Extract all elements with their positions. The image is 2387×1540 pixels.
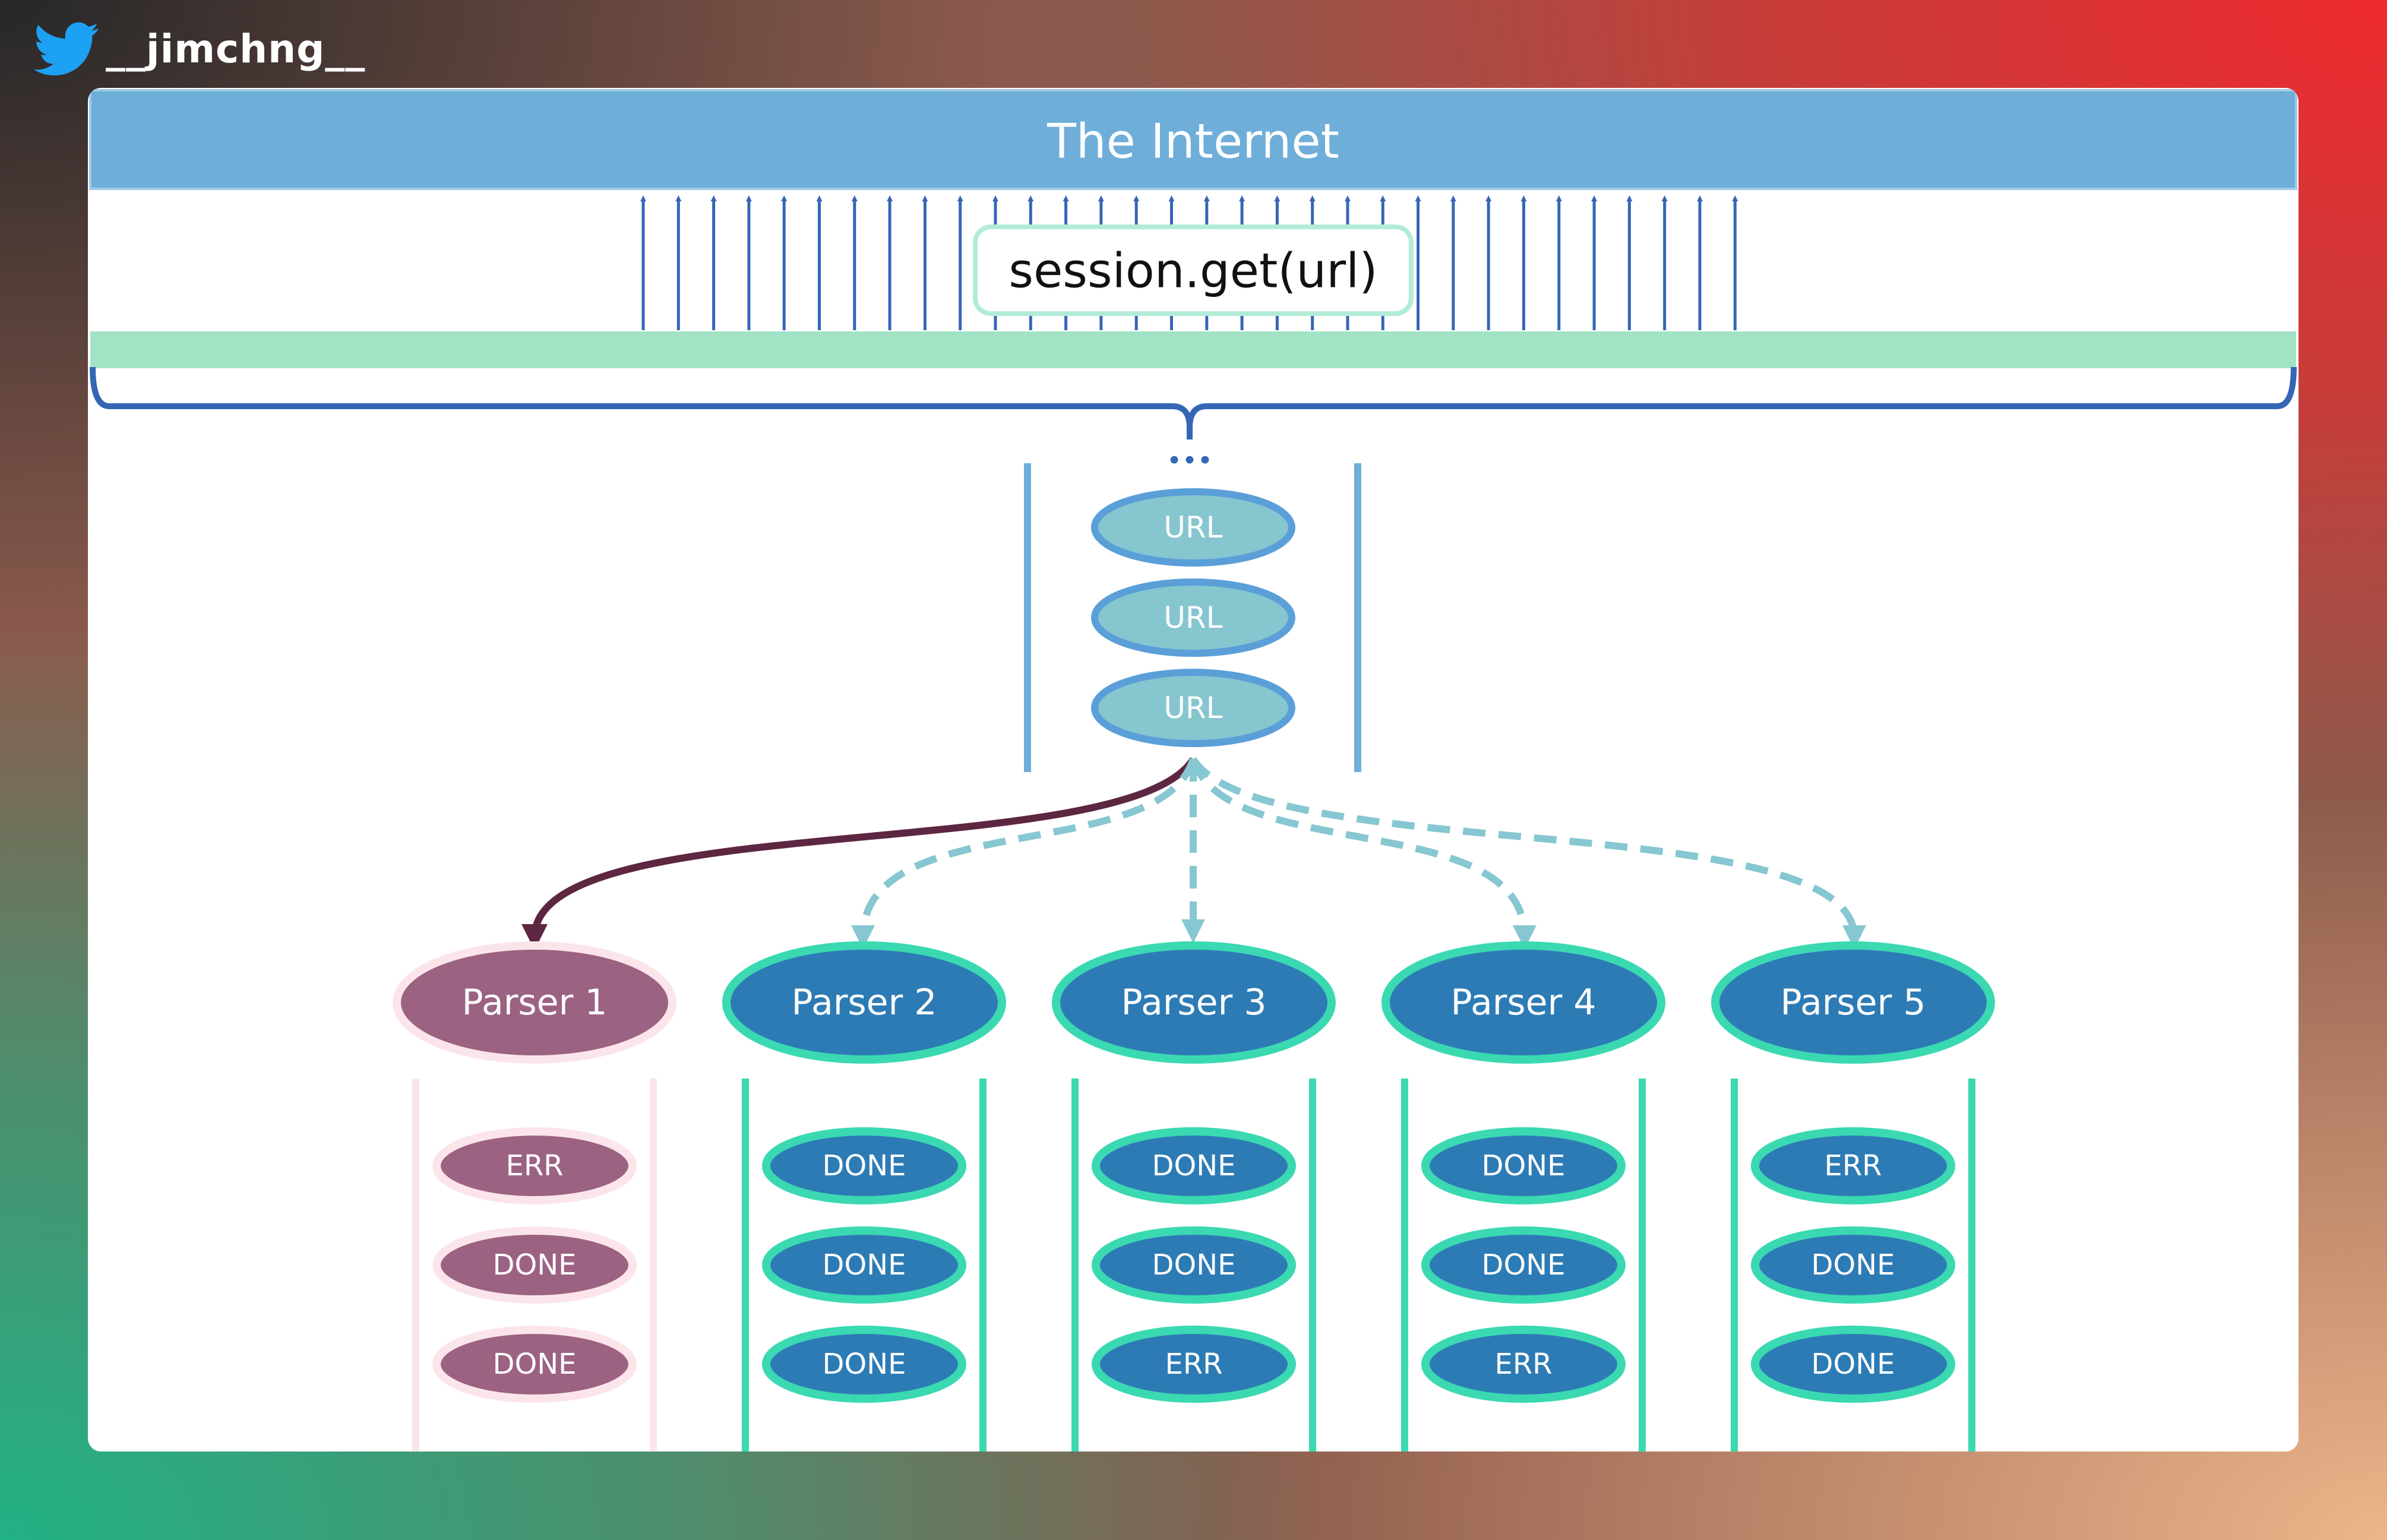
result-label: ERR (505, 1149, 563, 1182)
session-bar (90, 331, 2296, 368)
result-label: DONE (823, 1248, 906, 1282)
result-label: DONE (1482, 1149, 1566, 1182)
result-label: DONE (823, 1348, 906, 1381)
parser-node (1052, 941, 1336, 1064)
url-queue-item (1091, 669, 1295, 747)
parser-node (1381, 941, 1665, 1064)
twitter-bird-icon (34, 22, 99, 75)
parser-label: Parser 1 (461, 982, 607, 1023)
result-item (1751, 1326, 1955, 1403)
result-item (432, 1226, 637, 1304)
result-label: DONE (493, 1348, 577, 1381)
result-item (1421, 1326, 1626, 1403)
internet-bar (89, 89, 2297, 190)
request-label: session.get(url) (1008, 244, 1377, 299)
result-item (1092, 1226, 1296, 1304)
dispatch-arrows (521, 757, 1866, 950)
url-queue-item-label: URL (1164, 691, 1222, 725)
result-label: DONE (1811, 1348, 1895, 1381)
result-item (1092, 1326, 1296, 1403)
result-item (1751, 1127, 1955, 1204)
result-item (1751, 1226, 1955, 1304)
result-label: DONE (1811, 1248, 1895, 1282)
url-queue: URL URL URL (1091, 488, 1295, 747)
parser-label: Parser 3 (1121, 982, 1266, 1023)
result-label: DONE (1152, 1248, 1236, 1282)
result-label: ERR (1494, 1348, 1552, 1381)
active-dispatch-arrow (521, 757, 1197, 950)
result-label: ERR (1824, 1149, 1882, 1182)
parser-node (722, 941, 1006, 1064)
twitter-handle: __jimchng__ (106, 26, 366, 72)
diagram-canvas: The Internet session.get(url) ••• URLURL… (89, 89, 2297, 1452)
dispatch-arrow (1190, 757, 1866, 949)
url-queue-item (1091, 488, 1295, 567)
url-queue-item-label: URL (1164, 510, 1222, 545)
parser-node (1711, 941, 1995, 1064)
result-label: DONE (823, 1149, 906, 1182)
result-label: DONE (493, 1248, 577, 1282)
parser-label: Parser 4 (1450, 982, 1596, 1023)
url-queue-item (1091, 578, 1295, 657)
result-item (1092, 1127, 1296, 1204)
result-item (762, 1326, 966, 1403)
dispatch-arrow (851, 758, 1197, 949)
brand: __jimchng__ (34, 17, 365, 82)
result-label: ERR (1165, 1348, 1222, 1381)
request-label-box (973, 224, 1414, 316)
result-item (432, 1326, 637, 1403)
curly-brace (90, 366, 2297, 439)
ellipsis-label: ••• (1166, 446, 1213, 476)
internet-label: The Internet (1047, 114, 1339, 169)
result-item (762, 1226, 966, 1304)
parser-label: Parser 5 (1780, 982, 1926, 1023)
result-item (432, 1127, 637, 1204)
url-queue-item-label: URL (1164, 600, 1222, 635)
parser-label: Parser 2 (791, 982, 937, 1023)
parsers: Parser 1 ERR DONE DONE Parser 2 DONE DONE DONE P… (393, 941, 1995, 1452)
result-label: DONE (1482, 1248, 1566, 1282)
parser-node (393, 941, 676, 1064)
dispatch-arrow (1190, 758, 1536, 949)
result-label: DONE (1152, 1149, 1236, 1182)
result-item (762, 1127, 966, 1204)
result-item (1421, 1226, 1626, 1304)
result-item (1421, 1127, 1626, 1204)
